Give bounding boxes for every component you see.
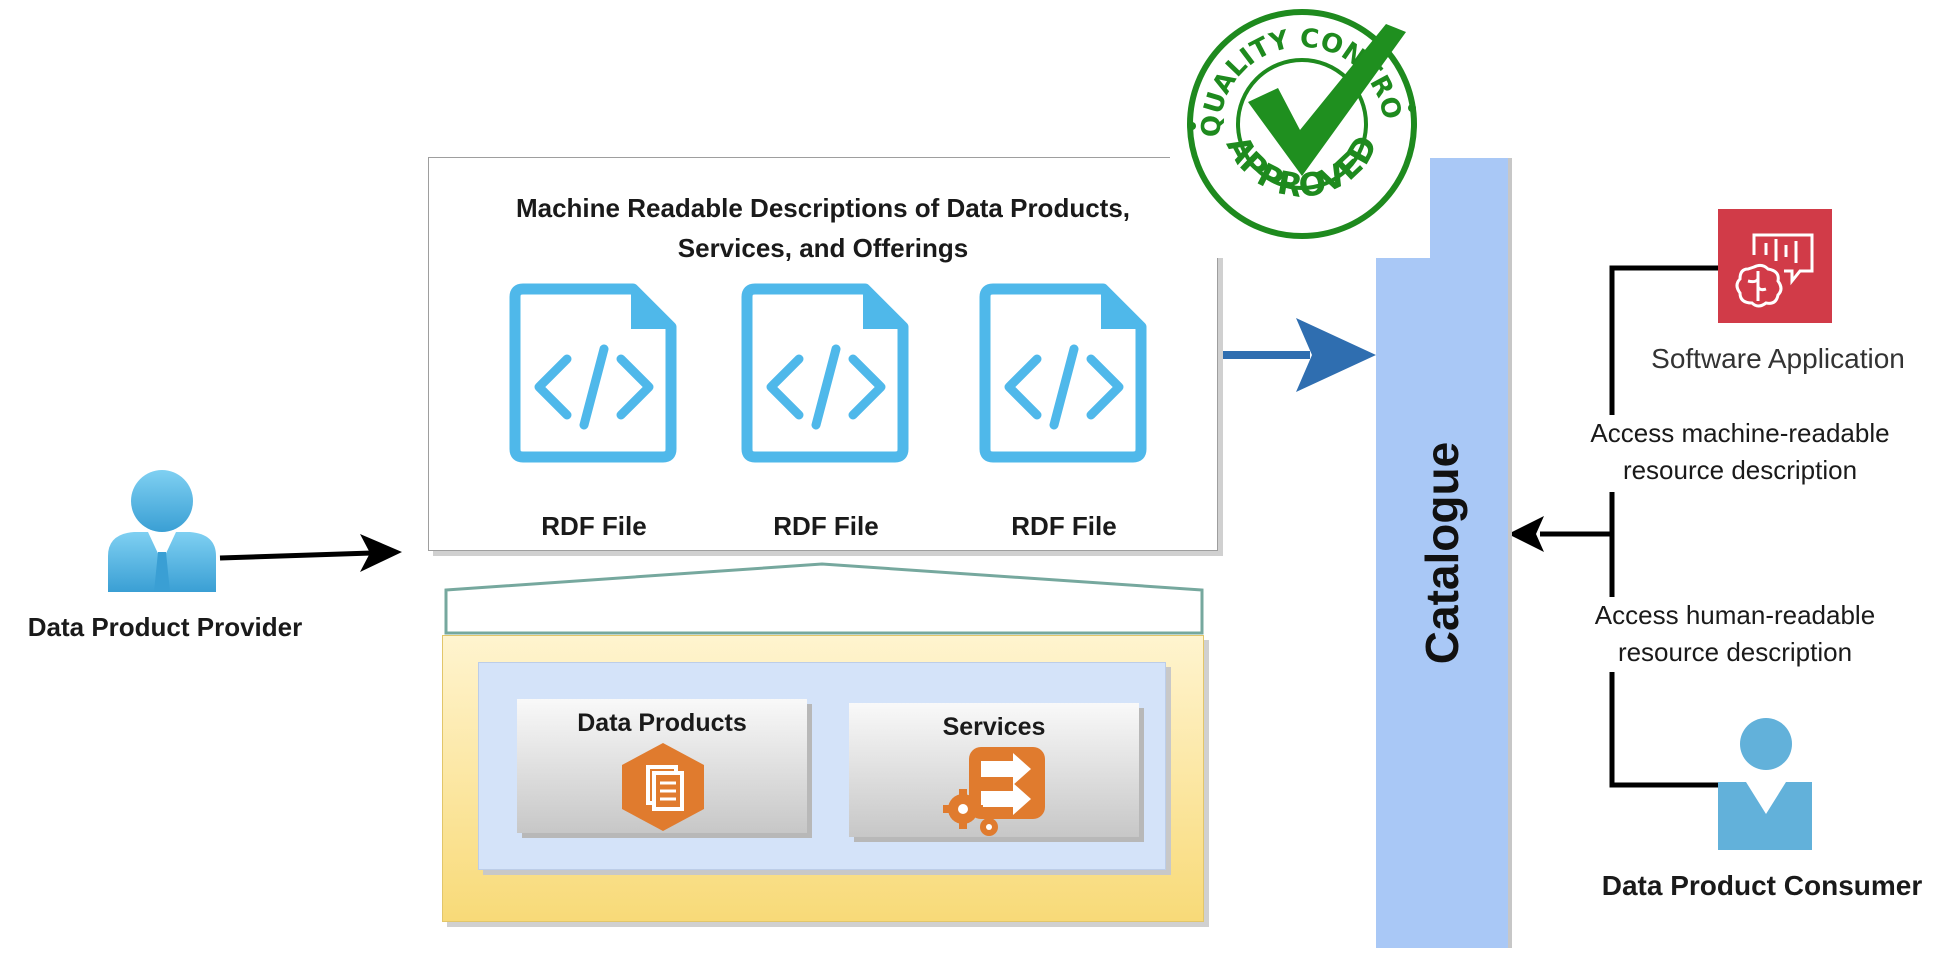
- quality-control-stamp: QUALITY CONTROL APPROVED: [1180, 4, 1417, 239]
- rdf-file-label: RDF File: [773, 511, 879, 541]
- catalogue-arrowhead: [1508, 516, 1544, 552]
- rdf-file-1: RDF File: [509, 283, 679, 541]
- software-application-label: Software Application: [1618, 340, 1938, 377]
- access-machine-line2: resource description: [1622, 455, 1858, 485]
- consumer-connector: [1540, 265, 1722, 788]
- provider-label: Data Product Provider: [27, 612, 303, 642]
- access-machine-line1: Access machine-readable: [1590, 418, 1890, 448]
- code-file-icon: [741, 283, 909, 463]
- rdf-file-2: RDF File: [741, 283, 911, 541]
- data-products-label: Data Products: [577, 709, 747, 737]
- services-label: Services: [942, 713, 1046, 741]
- code-file-icon: [509, 283, 677, 463]
- consumer-icon: [1718, 718, 1812, 850]
- machine-readable-descriptions-box: Machine Readable Descriptions of Data Pr…: [428, 157, 1218, 551]
- consumer-label: Data Product Consumer: [1601, 870, 1923, 901]
- access-human-readable-label: Access human-readable resource descripti…: [1560, 597, 1910, 671]
- rdf-file-label: RDF File: [1011, 511, 1117, 541]
- access-human-line2: resource description: [1617, 637, 1853, 667]
- software-application-icon: [1718, 209, 1832, 323]
- offerings-panel: Data Products Services: [478, 662, 1166, 870]
- provider-arrow: [219, 534, 402, 572]
- provider-icon: [104, 468, 220, 592]
- rdf-file-3: RDF File: [979, 283, 1149, 541]
- documents-icon: [622, 743, 704, 831]
- code-file-icon: [979, 283, 1147, 463]
- publish-arrow: [1218, 318, 1376, 392]
- services-gear-icon: [943, 747, 1045, 836]
- data-products-tile: Data Products: [517, 699, 807, 833]
- catalogue-label-wrap: Catalogue: [1376, 158, 1508, 948]
- access-human-line1: Access human-readable: [1594, 600, 1876, 630]
- catalogue-bar: [1376, 158, 1508, 948]
- rdf-file-label: RDF File: [541, 511, 647, 541]
- machine-readable-title: Machine Readable Descriptions of Data Pr…: [515, 193, 1131, 263]
- access-machine-readable-label: Access machine-readable resource descrip…: [1565, 415, 1915, 489]
- services-tile: Services: [849, 703, 1139, 837]
- platform-roof: [444, 562, 1204, 635]
- catalogue-label: Catalogue: [1416, 441, 1468, 665]
